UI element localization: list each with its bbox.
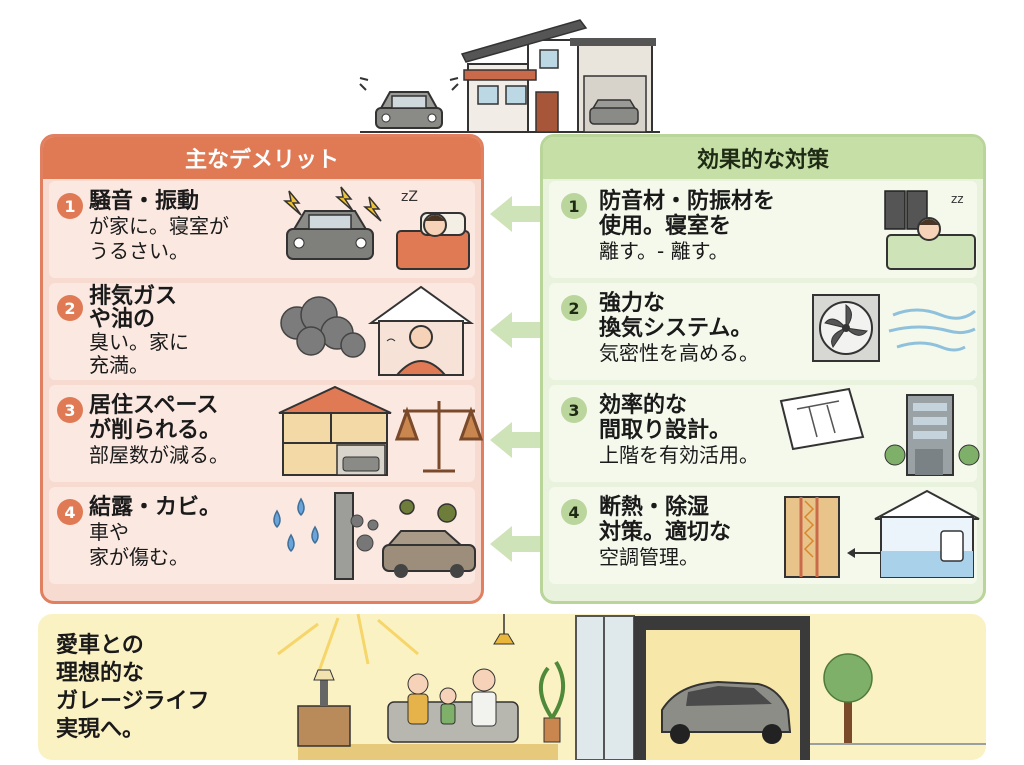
tree-icon (823, 653, 873, 744)
banner-slogan: 愛車との 理想的な ガレージライフ 実現へ。 (56, 632, 210, 744)
measure-number-1: 1 (561, 193, 587, 219)
measure-2-line3: 気密性を高める。 (599, 341, 759, 365)
cabinet-icon (297, 669, 351, 747)
demerit-item-noise: 1 騒音・振動 が家に。寝室が うるさい。 zZ (49, 181, 475, 278)
measure-item-soundproofing: 1 防音材・防振材を 使用。寝室を 離す。- 離す。 zz (549, 181, 977, 278)
glass-door-icon (575, 615, 635, 760)
house-person-icon (367, 285, 475, 376)
measure-item-insulation: 4 断熱・除湿 対策。適切な 空調管理。 (549, 487, 980, 584)
exhaust-smoke-illustration (280, 285, 475, 376)
measure-1-line1: 防音材・防振材を (599, 189, 776, 214)
ventilation-fan-illustration (812, 294, 976, 362)
wall-icon (334, 492, 354, 580)
demerit-number-1: 1 (57, 193, 83, 219)
reduced-space-illustration (278, 385, 484, 476)
measure-3-line1: 効率的な (599, 393, 688, 418)
demerit-1-line3: うるさい。 (89, 239, 189, 263)
demerit-4-line1: 結露・カビ。 (89, 495, 222, 520)
demerit-4-line3: 家が傷む。 (89, 545, 189, 569)
arrow-left-icon (490, 312, 540, 348)
demerits-title: 主なデメリット (43, 137, 481, 179)
dehumidifier-house-icon (874, 489, 980, 578)
slogan-line1: 愛車との (56, 633, 144, 658)
family-garage-illustration (277, 614, 986, 760)
slogan-line4: 実現へ。 (56, 717, 145, 742)
floor-plan-icon (779, 387, 865, 451)
pendant-lamp-icon (493, 614, 515, 645)
demerit-item-exhaust: 2 排気ガス や油の 臭い。家に 充満。 (49, 283, 475, 380)
measure-2-line2: 換気システム。 (599, 316, 753, 341)
sunlight-icon (277, 614, 419, 675)
demerit-number-2: 2 (57, 295, 83, 321)
measure-item-layout: 3 効率的な 間取り設計。 上階を有効活用。 (549, 385, 980, 482)
car-icon (382, 530, 476, 578)
slogan-line3: ガレージライフ (56, 689, 210, 714)
insulation-dehumidifier-illustration (784, 489, 980, 578)
demerit-2-line1: 排気ガス (89, 284, 178, 309)
measure-number-2: 2 (561, 295, 587, 321)
water-drop-icon (273, 497, 319, 553)
sleeping-person-icon (396, 212, 470, 270)
demerit-2-line4: 充満。 (89, 353, 149, 377)
building-icon (884, 394, 980, 476)
demerit-item-condensation: 4 結露・カビ。 車や 家が傷む。 (49, 487, 476, 584)
house-cross-section-icon (278, 385, 392, 476)
measure-1-line2: 使用。寝室を (599, 214, 732, 239)
condensation-mold-illustration (273, 492, 476, 580)
measure-4-line3: 空調管理。 (599, 545, 699, 569)
floor-plan-building-illustration (779, 387, 980, 476)
measure-item-ventilation: 2 強力な 換気システム。 気密性を高める。 (549, 283, 977, 380)
measure-1-line3: 離す。- 離す。 (599, 239, 729, 263)
demerit-2-line2: や油の (89, 307, 156, 332)
snore-icon: zZ (401, 189, 418, 205)
garage-icon (634, 616, 810, 760)
arrow-left-icon (490, 196, 540, 232)
measure-number-4: 4 (561, 499, 587, 525)
airflow-icon (888, 308, 976, 352)
balance-scale-icon (394, 401, 484, 473)
demerit-3-line2: が削られる。 (89, 418, 222, 443)
countermeasures-title: 効果的な対策 (543, 137, 983, 179)
measure-4-line2: 対策。適切な (599, 520, 732, 545)
demerits-panel: 主なデメリット 1 騒音・振動 が家に。寝室が うるさい。 zZ (40, 134, 484, 604)
measure-3-line2: 間取り設計。 (599, 418, 732, 443)
demerit-1-line2: が家に。寝室が (89, 214, 229, 238)
demerit-1-line1: 騒音・振動 (89, 189, 200, 214)
slogan-line2: 理想的な (56, 661, 145, 686)
smoke-icon (280, 296, 366, 358)
noisy-car-sleep-illustration: zZ (283, 186, 470, 270)
insulation-layer-icon (784, 496, 840, 578)
snore-icon: zz (951, 192, 964, 206)
sofa-family-icon (387, 668, 519, 743)
top-house-illustration (359, 19, 660, 133)
car-icon (286, 210, 374, 260)
floor (298, 744, 558, 760)
demerit-item-space: 3 居住スペース が削られる。 部屋数が減る。 (49, 385, 484, 482)
demerit-number-4: 4 (57, 499, 83, 525)
germ-icon (399, 499, 457, 523)
measure-4-line1: 断熱・除湿 (599, 495, 710, 520)
demerit-3-line1: 居住スペース (89, 393, 219, 418)
house-icon (460, 19, 656, 133)
vibration-lightning-icon (283, 186, 382, 222)
arrow-left-icon (490, 422, 540, 458)
soundproof-sleep-illustration: zz (884, 190, 976, 270)
sleeping-person-icon (886, 217, 976, 270)
garage-life-banner: 愛車との 理想的な ガレージライフ 実現へ。 (38, 614, 986, 760)
measure-number-3: 3 (561, 397, 587, 423)
demerit-number-3: 3 (57, 397, 83, 423)
fan-icon (812, 294, 880, 362)
arrow-left-icon (490, 526, 540, 562)
demerit-4-line2: 車や (89, 520, 129, 544)
measure-2-line1: 強力な (599, 291, 666, 316)
plant-icon (539, 660, 565, 743)
demerit-2-line3: 臭い。家に (89, 330, 189, 354)
mold-icon (350, 514, 379, 552)
measure-3-line3: 上階を有効活用。 (599, 443, 759, 467)
demerit-3-line3: 部屋数が減る。 (89, 443, 229, 467)
car-icon (359, 77, 459, 129)
countermeasures-panel: 効果的な対策 1 防音材・防振材を 使用。寝室を 離す。- 離す。 zz 2 強… (540, 134, 986, 604)
